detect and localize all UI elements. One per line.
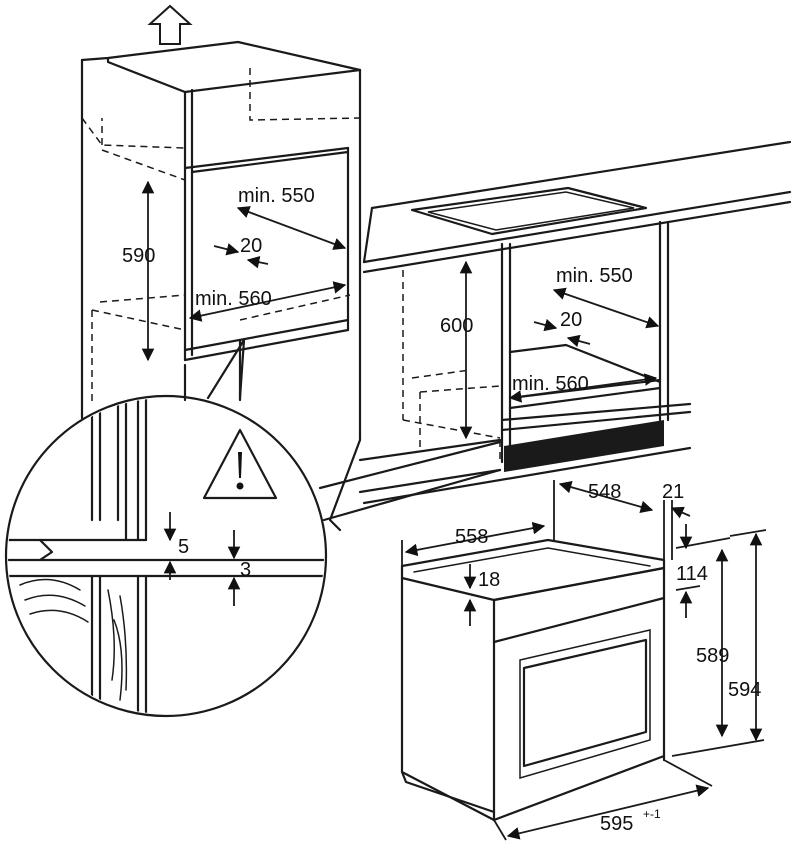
dim-label-114: 114 (676, 563, 708, 585)
dim-label-3: 3 (240, 559, 251, 581)
dim-label-595: 595 (600, 813, 633, 835)
dim-label-21: 21 (662, 481, 684, 503)
dim-label-5: 5 (178, 536, 189, 558)
dim-line-column-min-550 (236, 206, 347, 250)
counter-dimensions: 600 min. 550 20 min. 560 (440, 260, 660, 440)
dim-label-590: 590 (122, 245, 155, 267)
counter-cabinet (358, 140, 792, 505)
dim-label-589: 589 (696, 645, 729, 667)
column-dimensions: 590 min. 550 20 min. 560 (122, 180, 347, 362)
dim-line-column-20a (213, 243, 240, 256)
dim-line-counter-20b (566, 334, 591, 348)
warning-triangle-icon (202, 428, 278, 500)
up-arrow-icon (147, 4, 193, 45)
oven-appliance (400, 538, 666, 822)
dim-line-counter-min-560 (508, 373, 658, 403)
dim-label-column-20: 20 (240, 235, 262, 257)
detail-callout: 5 3 (4, 338, 502, 718)
dim-label-594: 594 (728, 679, 761, 701)
dim-line-column-min-560 (188, 281, 347, 322)
dim-label-600: 600 (440, 315, 473, 337)
dim-line-column-20b (246, 256, 269, 269)
dim-line-21 (670, 506, 691, 519)
dim-line-558 (404, 521, 546, 557)
dim-line-counter-20a (533, 318, 558, 332)
dim-line-595 (506, 784, 710, 840)
dim-label-column-min-550: min. 550 (238, 185, 315, 207)
dim-label-counter-20: 20 (560, 309, 582, 331)
dim-label-counter-min-560: min. 560 (512, 373, 589, 395)
dim-label-595-tolerance: +-1 (643, 807, 661, 821)
column-cabinet (80, 4, 362, 532)
dim-label-column-min-560: min. 560 (195, 288, 272, 310)
oven-dimensions: 548 21 558 18 114 589 594 595 +-1 (401, 480, 767, 841)
dim-label-counter-min-550: min. 550 (556, 265, 633, 287)
dim-line-counter-min-550 (552, 287, 660, 329)
dim-line-548 (558, 481, 654, 513)
dim-label-18: 18 (478, 569, 500, 591)
dim-label-558: 558 (455, 526, 488, 548)
dim-label-548: 548 (588, 481, 621, 503)
